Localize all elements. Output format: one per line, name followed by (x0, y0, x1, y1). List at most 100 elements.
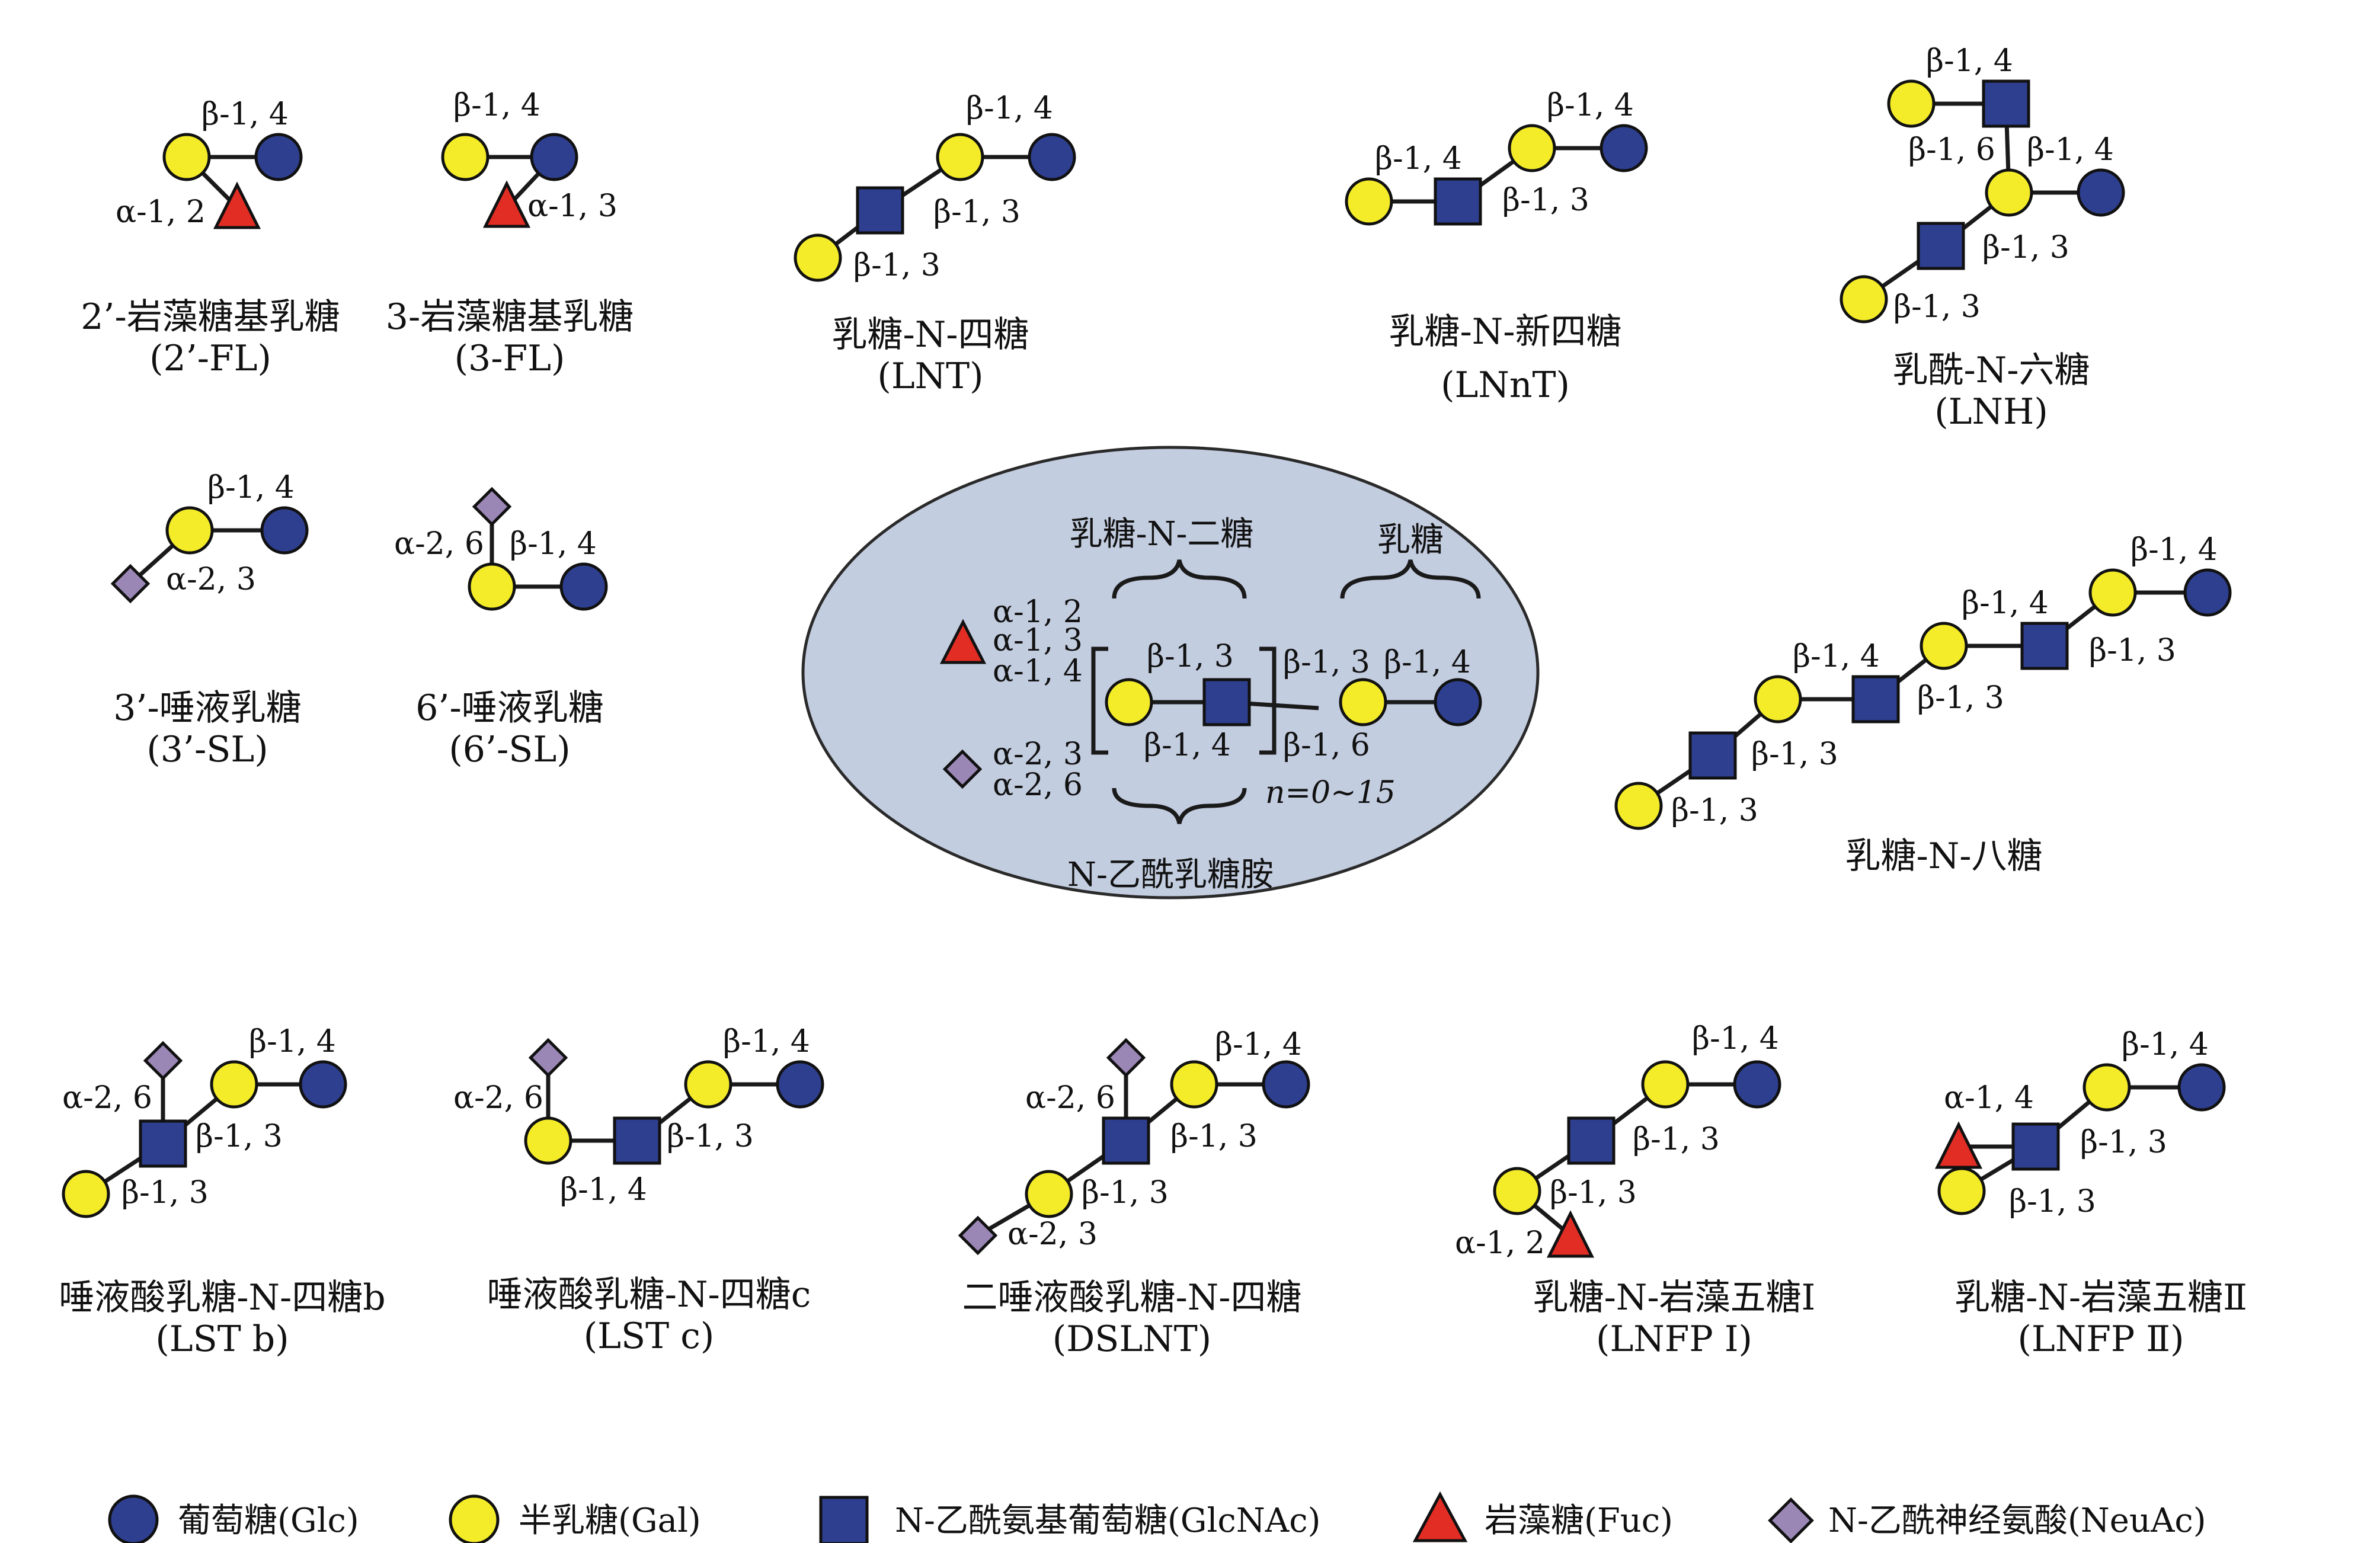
gal-circle-icon (1508, 124, 1556, 172)
gal-circle-icon (1170, 1060, 1218, 1109)
glcnac-square-icon (2011, 1122, 2060, 1171)
fuc-triangle-icon (213, 181, 261, 229)
link-label: β-1, 3 (1633, 1122, 1720, 1157)
structure-name: 乳糖-N-新四糖 (1389, 311, 1621, 353)
link-label: α-2, 6 (1025, 1080, 1115, 1116)
lacnac-label: N-乙酰乳糖胺 (1067, 856, 1274, 894)
glc-circle-icon (2183, 568, 2232, 617)
link-label: β-1, 3 (2089, 633, 2176, 668)
gal-circle-icon (524, 1116, 572, 1165)
structure-6sl: α-2, 6 β-1, 4 6’-唾液乳糖 (6’-SL) (394, 486, 608, 770)
structure-abbr: (LNnT) (1441, 364, 1570, 406)
link-label: β-1, 4 (2027, 132, 2114, 168)
link-label: β-1, 3 (2009, 1184, 2096, 1219)
structure-abbr: (LNFP Ⅱ) (2017, 1318, 2184, 1360)
link-label: β-1, 3 (1893, 289, 1981, 325)
repeat-bracket-right (1259, 646, 1277, 755)
glcnac-square-icon (1102, 1116, 1150, 1165)
gal-circle-icon (1493, 1167, 1541, 1215)
structure-abbr: (LNH) (1934, 391, 2048, 433)
link-label: β-1, 3 (1550, 1175, 1637, 1211)
gal-circle-icon (2088, 568, 2137, 617)
top-right-brace (1340, 559, 1481, 599)
structure-abbr: (6’-SL) (449, 729, 570, 770)
legend-label-glcnac: N-乙酰氨基葡萄糖(GlcNAc) (895, 1502, 1320, 1540)
fuc-link-2: α-1, 3 (993, 623, 1083, 658)
glcnac-square-icon (1567, 1116, 1616, 1165)
gal-circle-icon (1887, 79, 1936, 128)
link-label: β-1, 3 (853, 248, 941, 283)
gal-circle-icon (684, 1060, 732, 1109)
link-label: β-1, 3 (933, 194, 1021, 230)
link-label: α-2, 6 (394, 526, 484, 562)
neuac-link-2: α-2, 6 (993, 767, 1083, 803)
link-label: β-1, 3 (1917, 680, 2004, 716)
glcnac-square-icon (1688, 731, 1737, 780)
glc-circle-icon (299, 1060, 347, 1109)
glc-circle-icon (260, 506, 309, 555)
structure-lstb: α-2, 6 β-1, 4 β-1, 3 β-1, 3 唾液酸乳糖-N-四糖b … (59, 1024, 385, 1360)
structure-abbr: (LNT) (877, 356, 983, 397)
gal-circle-icon (1641, 1060, 1690, 1109)
gal-circle-icon (1614, 782, 1663, 830)
fuc-triangle-icon (1546, 1210, 1595, 1258)
glcnac-square-icon (2020, 622, 2069, 670)
gal-circle-icon (162, 133, 211, 181)
glc-circle-icon (2177, 1063, 2226, 1112)
neuac-diamond-icon (528, 1038, 568, 1078)
glc-circle-icon (776, 1060, 824, 1109)
structure-name: 乳酰-N-六糖 (1892, 350, 2090, 391)
glc-circle-icon (1028, 133, 1076, 181)
gal-circle-icon (1840, 275, 1888, 324)
neuac-diamond-icon (1768, 1497, 1814, 1543)
repeat-count-label: n=0~15 (1265, 775, 1396, 811)
link-label: β-1, 4 (1926, 43, 2013, 79)
gal-circle-icon (1345, 177, 1393, 226)
gal-circle-icon (1754, 675, 1802, 724)
structure-lnnt: β-1, 4 β-1, 4 β-1, 3 乳糖-N-新四糖 (LNnT) (1345, 88, 1648, 406)
structure-name: 2’-岩藻糖基乳糖 (81, 296, 340, 338)
structure-name: 乳糖-N-四糖 (831, 314, 1029, 356)
structure-abbr: (LST b) (155, 1318, 289, 1360)
legend-label-fuc: 岩藻糖(Fuc) (1485, 1502, 1673, 1540)
link-label: β-1, 4 (560, 1172, 647, 1208)
structure-name: 3-岩藻糖基乳糖 (386, 296, 634, 338)
core-link-b13-2: β-1, 3 (1283, 645, 1370, 680)
gal-circle-icon (441, 133, 490, 181)
structure-3sl: β-1, 4 α-2, 3 3’-唾液乳糖 (3’-SL) (110, 470, 309, 770)
link-label: β-1, 3 (1502, 183, 1589, 218)
gal-circle-icon (1105, 678, 1153, 726)
link-label: α-1, 4 (1944, 1080, 2034, 1116)
structure-name: 乳糖-N-岩藻五糖Ⅰ (1533, 1277, 1816, 1318)
link-label: α-1, 2 (116, 194, 206, 230)
link-label: β-1, 4 (453, 88, 540, 123)
link-label: β-1, 3 (196, 1119, 283, 1154)
glcnac-square-icon (1982, 79, 2030, 128)
structure-abbr: (2’-FL) (149, 338, 271, 379)
fuc-triangle-icon (482, 180, 531, 228)
link-label: β-1, 4 (1793, 639, 1880, 674)
legend-label-glc: 葡萄糖(Glc) (178, 1502, 359, 1540)
glc-circle-icon (1733, 1060, 1781, 1109)
link-label: β-1, 4 (201, 97, 289, 132)
gal-circle-icon (468, 562, 516, 611)
glc-circle-icon (2077, 168, 2125, 217)
fuc-link-1: α-1, 2 (993, 594, 1083, 630)
structure-abbr: (3-FL) (455, 338, 565, 379)
core-link-b16: β-1, 6 (1283, 728, 1370, 763)
link-label: β-1, 4 (1692, 1021, 1779, 1057)
link-label: β-1, 4 (2122, 1027, 2209, 1062)
link-label: β-1, 4 (1215, 1027, 1302, 1062)
link-label: β-1, 4 (510, 526, 597, 562)
neuac-link-1: α-2, 3 (993, 737, 1083, 772)
glc-circle-icon (530, 133, 578, 181)
link-label: α-1, 3 (527, 188, 618, 224)
core-link-b14: β-1, 4 (1144, 728, 1231, 763)
structure-3fl: β-1, 4 α-1, 3 3-岩藻糖基乳糖 (3-FL) (386, 88, 634, 379)
link-label: β-1, 4 (2131, 532, 2218, 568)
gal-circle-icon (1025, 1170, 1073, 1218)
glc-circle-icon (1434, 678, 1482, 726)
structure-name: 3’-唾液乳糖 (113, 687, 302, 729)
link-label: β-1, 4 (966, 91, 1053, 126)
neuac-diamond-icon (143, 1041, 183, 1081)
